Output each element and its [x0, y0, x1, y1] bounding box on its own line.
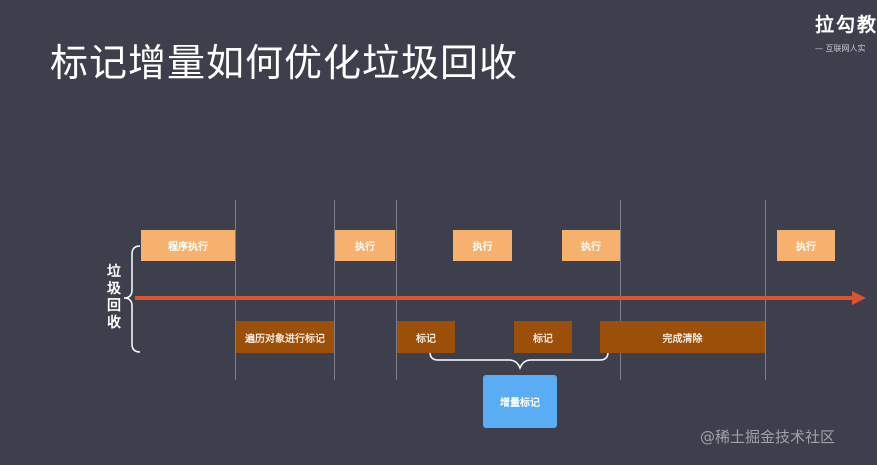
complete-clear-box: 完成清除 — [600, 321, 765, 353]
timeline-divider — [620, 200, 621, 380]
gc-axis-label: 垃 圾 回 收 — [104, 264, 124, 332]
gc-axis-char: 回 — [107, 298, 121, 314]
incremental-mark-box: 增量标记 — [483, 375, 557, 428]
page-title: 标记增量如何优化垃圾回收 — [50, 41, 519, 85]
timeline-divider — [334, 200, 335, 380]
logo-mark: 拉勾教 — [815, 14, 877, 36]
logo: 拉勾教 — 互联网人实 — [815, 10, 877, 60]
exec-box: 执行 — [335, 230, 395, 261]
timeline-divider — [235, 200, 236, 380]
timeline-arrowhead — [852, 291, 866, 305]
program-exec-box: 程序执行 — [141, 230, 235, 261]
timeline-divider — [396, 200, 397, 380]
gc-brace — [123, 245, 141, 353]
exec-box: 执行 — [453, 230, 512, 261]
mark-box: 标记 — [397, 321, 455, 353]
exec-box: 执行 — [777, 230, 835, 261]
incremental-brace — [429, 351, 609, 371]
timeline-divider — [765, 200, 766, 380]
watermark: @稀土掘金技术社区 — [700, 428, 836, 446]
gc-axis-char: 收 — [107, 315, 121, 331]
logo-subtitle: — 互联网人实 — [815, 44, 866, 53]
exec-box: 执行 — [562, 230, 620, 261]
gc-axis-char: 圾 — [107, 281, 121, 297]
gc-axis-char: 垃 — [107, 264, 121, 280]
traverse-mark-box: 遍历对象进行标记 — [236, 321, 334, 353]
mark-box: 标记 — [514, 321, 572, 353]
